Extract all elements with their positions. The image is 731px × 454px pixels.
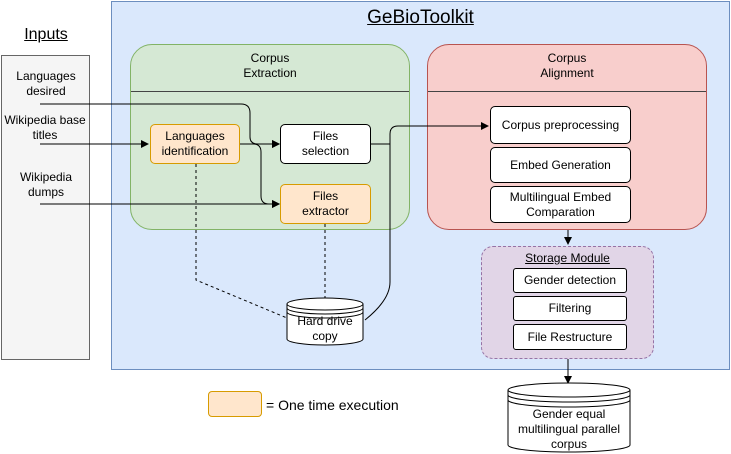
files-selection-box: Files selection (280, 124, 371, 164)
legend-one-time-swatch (208, 391, 262, 417)
hard-drive-cylinder (286, 297, 364, 346)
input-languages-desired: Languages desired (16, 69, 76, 98)
output-corpus-label: Gender equal multilingual parallel corpu… (517, 407, 621, 451)
files-extractor-box: Files extractor (280, 184, 371, 224)
output-cylinder (507, 382, 631, 453)
edge-lang-id-to-files-extractor (240, 143, 280, 208)
embed-generation-box: Embed Generation (490, 147, 631, 183)
gender-detection-box: Gender detection (513, 268, 627, 293)
edge-files-selection-to-hdd (364, 143, 391, 321)
legend-one-time-label: = One time execution (266, 397, 399, 413)
hard-drive-label: Hard drive copy (297, 314, 353, 343)
corpus-extraction-title: Corpus Extraction (243, 51, 297, 80)
file-restructure-box: File Restructure (513, 324, 627, 350)
input-wikipedia-base-titles: Wikipedia base titles (4, 113, 86, 142)
corpus-preprocessing-box: Corpus preprocessing (490, 106, 631, 144)
diagram-title: GeBioToolkit (367, 7, 474, 28)
inputs-panel (1, 55, 90, 360)
filtering-box: Filtering (513, 296, 627, 321)
corpus-extraction-divider (131, 91, 409, 92)
corpus-alignment-divider (428, 91, 706, 92)
edge-to-corpus-preprocessing (389, 122, 489, 144)
inputs-heading: Inputs (24, 26, 68, 43)
multilingual-embed-comparation-box: Multilingual Embed Comparation (490, 186, 631, 223)
edge-dashed-lang-id-to-hdd (195, 164, 288, 319)
input-wikipedia-dumps: Wikipedia dumps (19, 170, 73, 199)
corpus-alignment-title: Corpus Alignment (540, 51, 594, 80)
storage-module-title: Storage Module (525, 251, 610, 265)
languages-identification-box: Languages identification (150, 124, 240, 164)
